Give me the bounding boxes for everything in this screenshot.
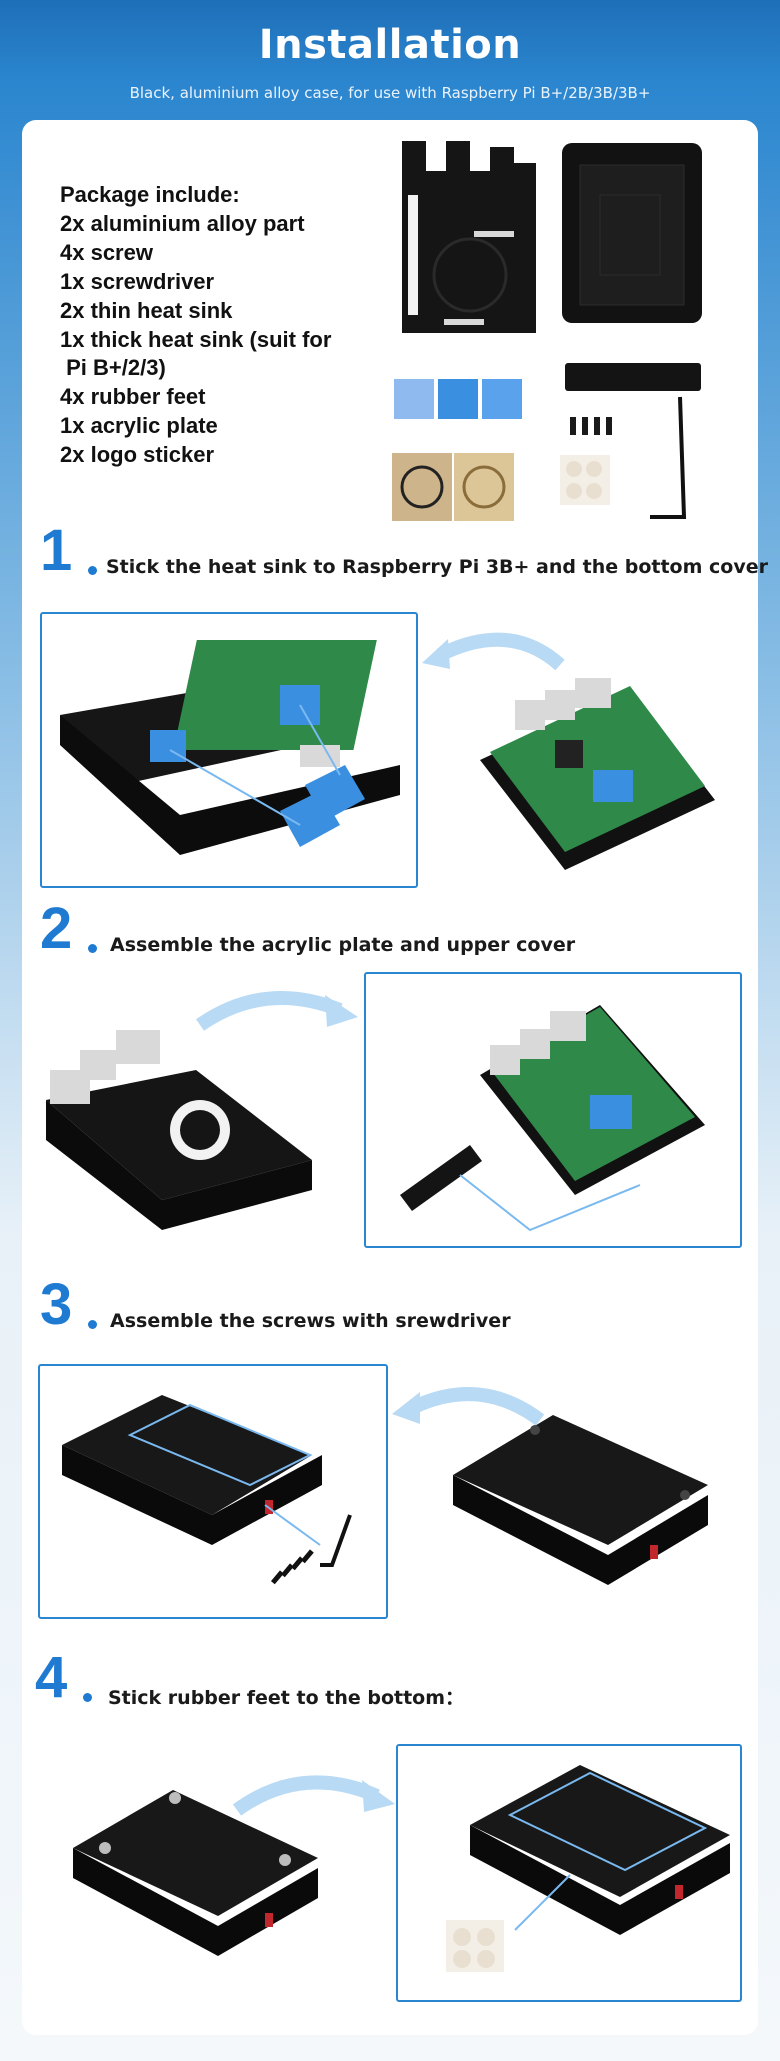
package-item: Pi B+/2/3): [60, 355, 166, 380]
page-title: Installation: [258, 22, 522, 68]
step-2-number: 2: [40, 896, 73, 961]
step-1-arrow-icon: [422, 632, 565, 671]
step-3-arrow-icon: [392, 1387, 545, 1426]
step-1-number: 1: [40, 518, 73, 583]
page-subtitle: Black, aluminium alloy case, for use wit…: [129, 84, 651, 102]
step-3-text: Assemble the screws with srewdriver: [110, 1310, 511, 1332]
step-4-detail-image: [446, 1765, 730, 1972]
step-4-case-image: [73, 1790, 318, 1956]
step-3-number: 3: [40, 1272, 73, 1337]
step-1-text: Stick the heat sink to Raspberry Pi 3B+ …: [106, 556, 768, 578]
package-item: 4x screw: [60, 240, 153, 265]
step-3-dot: [88, 1320, 97, 1329]
package-item: 2x aluminium alloy part: [60, 211, 305, 236]
package-item: 2x logo sticker: [60, 442, 215, 467]
package-item: 1x thick heat sink (suit for: [60, 327, 332, 352]
step-3-case-image: [453, 1415, 708, 1585]
package-item: 1x acrylic plate: [60, 413, 218, 438]
step-4-arrow-icon: [232, 1775, 395, 1816]
step-4-dot: [83, 1693, 92, 1702]
package-item: 2x thin heat sink: [60, 298, 233, 323]
step-3-detail-image: [62, 1395, 352, 1585]
step-4-number: 4: [35, 1645, 68, 1710]
step-2-dot: [88, 944, 97, 953]
package-item: 4x rubber feet: [60, 384, 206, 409]
step-1-dot: [88, 566, 97, 575]
package-title: Package include:: [60, 182, 240, 207]
step-1-board-image: [480, 678, 715, 870]
step-2-detail-image: [400, 1005, 705, 1232]
step-2-arrow-icon: [196, 991, 358, 1031]
step-2-text: Assemble the acrylic plate and upper cov…: [110, 934, 576, 956]
step-1-detail-image: [60, 640, 400, 855]
step-4-text: Stick rubber feet to the bottom：: [108, 1687, 465, 1709]
package-item: 1x screwdriver: [60, 269, 215, 294]
step-2-assembled-image: [46, 1030, 312, 1230]
package-contents-image: [392, 141, 702, 521]
